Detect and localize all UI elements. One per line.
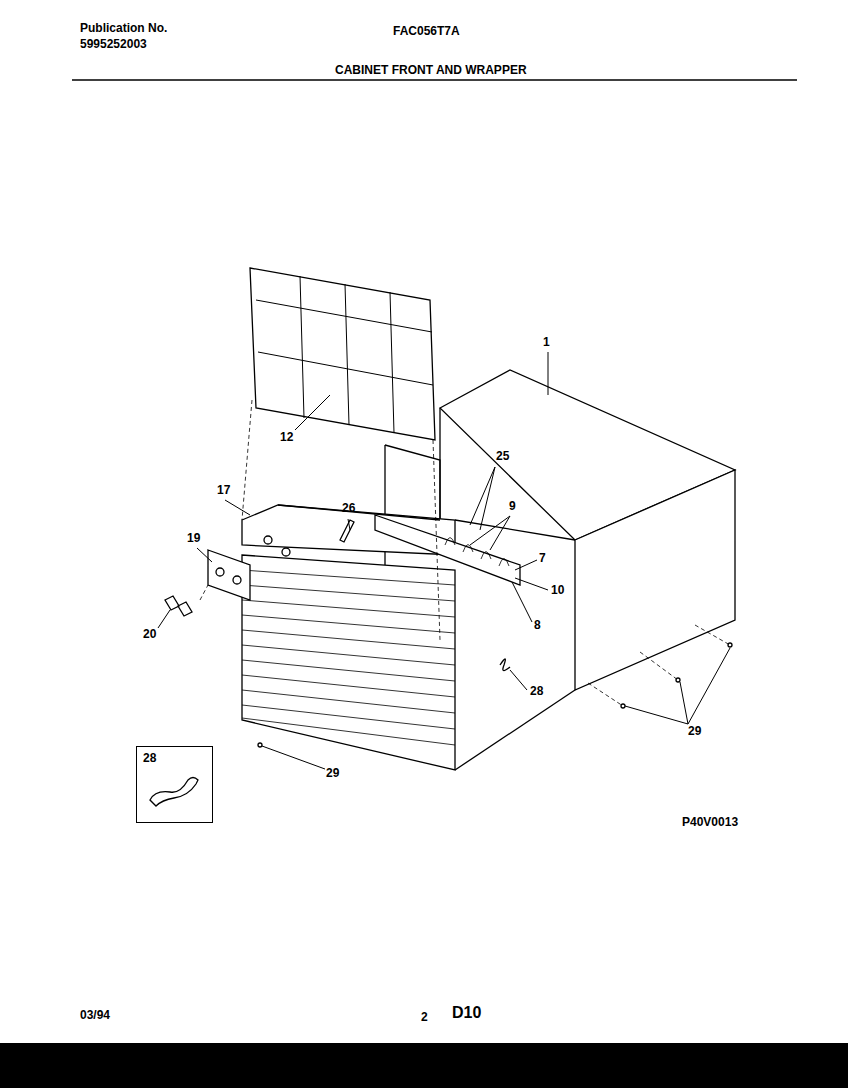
publication-number: 5995252003 [80,38,147,50]
callout-number: 29 [326,767,339,779]
header-text: Publication No. [80,22,167,34]
callout-number: 17 [217,484,230,496]
callout-number: 28 [530,685,543,697]
drawing-code: P40V0013 [682,816,738,828]
callout-number: 9 [509,500,516,512]
model-number: FAC056T7A [393,25,460,37]
callout-number: 19 [187,532,200,544]
inset-box: 28 [136,746,213,823]
callout-number: 20 [143,628,156,640]
page-title: CABINET FRONT AND WRAPPER [335,64,527,76]
page-number: 2 [421,1011,428,1023]
callout-number: 26 [342,502,355,514]
callout-number: 12 [280,431,293,443]
callout-number: 10 [551,584,564,596]
callout-number: 25 [496,450,509,462]
callout-number: 1 [543,336,550,348]
callout-number: 8 [534,619,541,631]
section-code: D10 [452,1005,481,1021]
callout-number: 28 [143,752,156,764]
date-code: 03/94 [80,1009,110,1021]
callout-number: 7 [539,552,546,564]
callout-number: 29 [688,725,701,737]
